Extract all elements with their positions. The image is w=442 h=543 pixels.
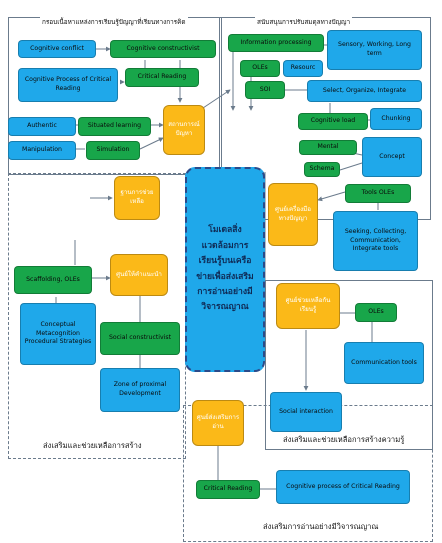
center-model: โมเดลสิ่งแวดล้อมการเรียนรู้บนเครือข่ายเพ… — [185, 167, 265, 372]
frame-right-mid — [265, 280, 433, 450]
node-oles-tr: OLEs — [240, 60, 280, 77]
node-mental: Mental — [299, 140, 357, 155]
node-social-interaction: Social interaction — [270, 392, 342, 432]
node-tools-oles: Tools OLEs — [345, 184, 411, 203]
node-oles-rm: OLEs — [355, 303, 397, 322]
node-social-constructivist: Social constructivist — [100, 322, 180, 355]
node-manipulation: Manipulation — [8, 141, 76, 160]
node-schema: Schema — [304, 162, 340, 177]
node-communication-tools: Communication tools — [344, 342, 424, 384]
node-information-processing: Information processing — [228, 34, 324, 52]
node-cognitive-process-bottom: Cognitive process of Critical Reading — [276, 470, 410, 504]
frame-top-right-title: สนับสนุนการปรับสมดุลทางปัญญา — [255, 17, 353, 27]
node-situation: สถานการณ์ปัญหา — [163, 105, 205, 155]
node-situated-learning: Situated learning — [78, 117, 151, 136]
frame-bottom-caption: ส่งเสริมการอ่านอย่างมีวิจารณญาณ — [260, 521, 382, 533]
node-concept: Concept — [362, 137, 422, 177]
node-resource: Resourc — [283, 60, 323, 77]
node-critical-reading-tl: Critical Reading — [125, 68, 199, 87]
frame-right-mid-caption: ส่งเสริมและช่วยเหลือการสร้างความรู้ — [280, 434, 408, 446]
node-cognitive-tools-center: ศูนย์เครื่องมือทางปัญญา — [268, 183, 318, 246]
node-resource-base: ฐานการช่วยเหลือ — [114, 176, 160, 220]
node-scaffold-center: ศูนย์ให้คำแนะนำ — [110, 254, 168, 296]
node-sensory: Sensory, Working, Long term — [327, 30, 422, 70]
node-cognitive-process: Cognitive Process of Critical Reading — [18, 68, 118, 102]
node-simulation: Simulation — [86, 141, 140, 160]
node-chunking: Chunking — [370, 108, 422, 130]
node-cognitive-load: Cognitive load — [298, 113, 368, 130]
node-critical-reading-bottom: Critical Reading — [196, 480, 260, 499]
node-zone: Zone of proximal Development — [100, 368, 180, 412]
frame-bottom-left-caption: ส่งเสริมและช่วยเหลือการสร้าง — [40, 440, 145, 452]
node-cognitive-constructivist: Cognitive constructivist — [110, 40, 216, 58]
node-seeking: Seeking, Collecting, Communication, Inte… — [333, 211, 418, 271]
node-soi: SOI — [245, 81, 285, 99]
node-authentic: Authentic — [8, 117, 76, 136]
node-reading-center: ศูนย์ส่งเสริมการอ่าน — [192, 400, 244, 446]
node-scaffolding: Scaffolding, OLEs — [14, 266, 92, 294]
node-learning-center: ศูนย์ช่วยเหลือกันเรียนรู้ — [276, 283, 340, 329]
node-conceptual: Conceptual Metacognition Procedural Stra… — [20, 303, 96, 365]
frame-top-left-title: กรอบเนื้อหาแหล่งการเรียนรู้ปัญญาที่เรียน… — [40, 17, 188, 27]
node-cognitive-conflict: Cognitive conflict — [18, 40, 96, 58]
node-select-organize: Select, Organize, Integrate — [307, 80, 422, 102]
